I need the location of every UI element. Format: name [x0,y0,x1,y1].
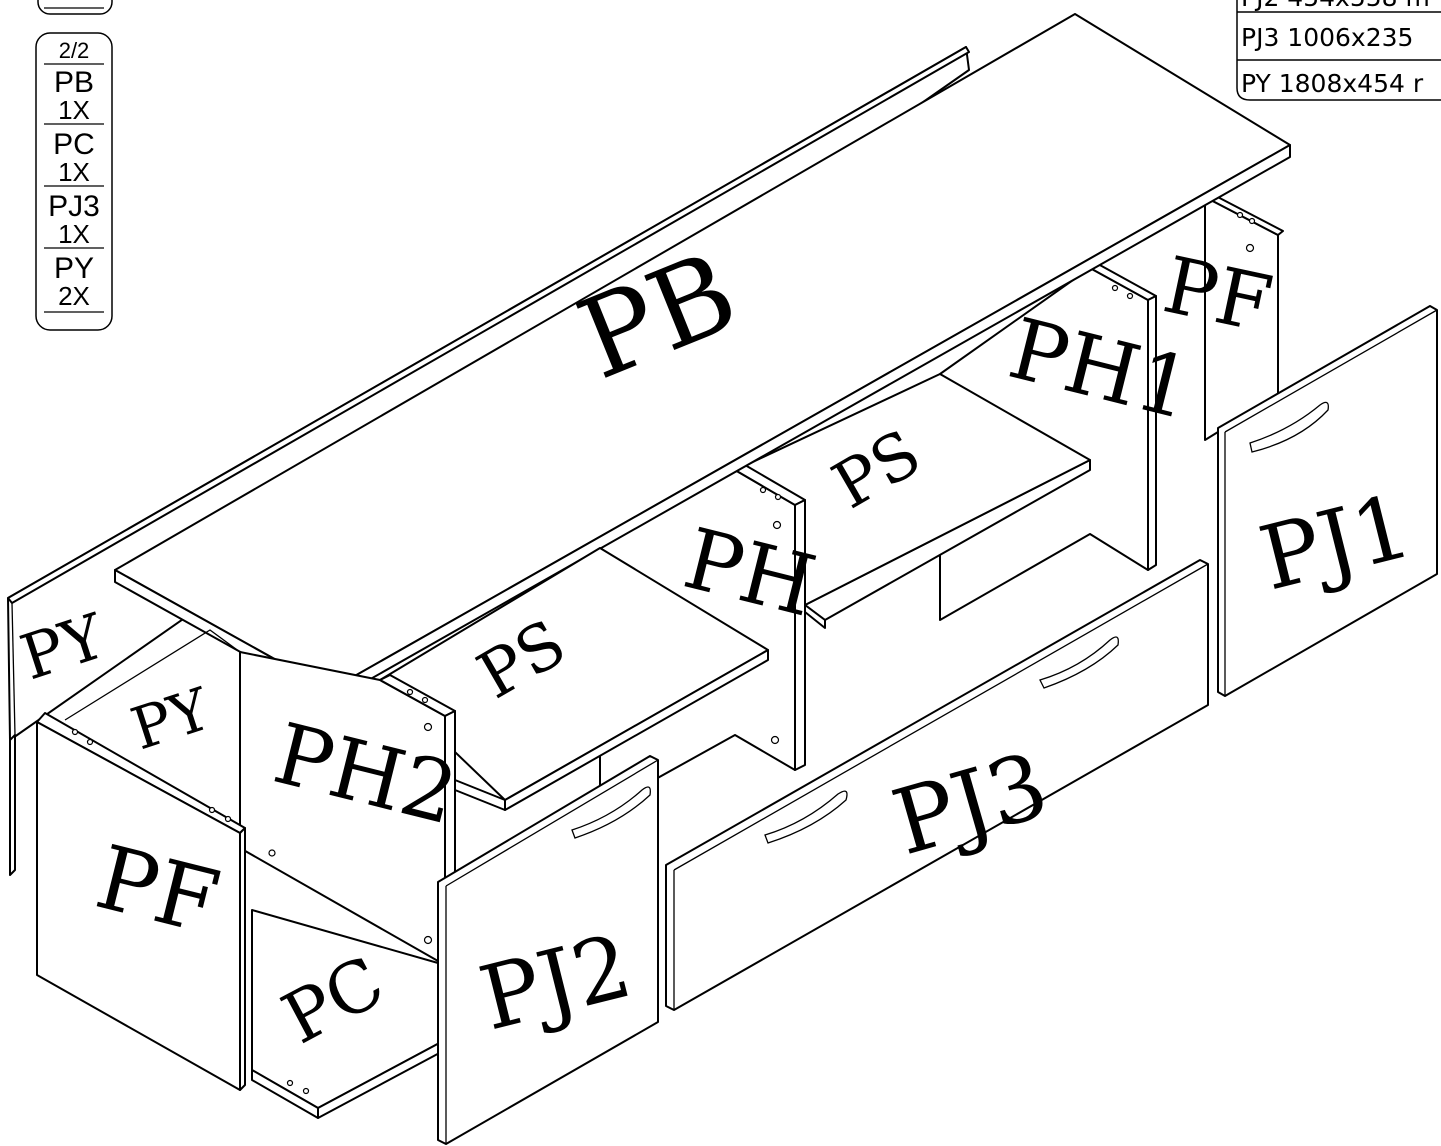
dim-row-py: PY 1808x454 r [1241,69,1424,98]
parts-code-pb: PB [54,66,94,99]
parts-quantity-box: 2/2 PB 1X PC 1X PJ3 1X PY 2X [35,0,113,331]
door-pj1: PJ1 [1217,305,1438,697]
parts-box-frame [35,32,113,331]
parts-qty-pj3: 1X [58,219,90,249]
dim-row-pj2: PJ2 454x558 m [1241,0,1430,12]
label-py-inner: PY [123,675,218,764]
label-pf-back: PF [1156,241,1279,351]
parts-qty-pc: 1X [58,157,90,187]
bottom-panel-pc: PC [251,909,446,1119]
parts-code-pc: PC [53,128,95,161]
parts-qty-py: 2X [58,281,90,311]
shelf-ps-left: PS [379,547,769,811]
parts-fraction: 2/2 [59,38,90,63]
side-panel-pf-back: PF [1156,192,1284,441]
top-panel-pb: PB [114,13,1291,703]
parts-code-py: PY [54,252,94,285]
door-pj2: PJ2 [437,755,659,1145]
prev-box-fragment [37,0,113,15]
side-panel-pf-front: PF [36,712,246,1091]
parts-qty-pb: 1X [58,95,90,125]
dimension-table: PJ2 454x558 m PJ3 1006x235 PY 1808x454 r [1236,0,1441,101]
divider-ph2: PH2 [239,651,467,966]
shelf-ps-right: PS [739,373,1091,629]
dim-row-pj3: PJ3 1006x235 [1241,23,1413,52]
parts-code-pj3: PJ3 [48,190,100,223]
